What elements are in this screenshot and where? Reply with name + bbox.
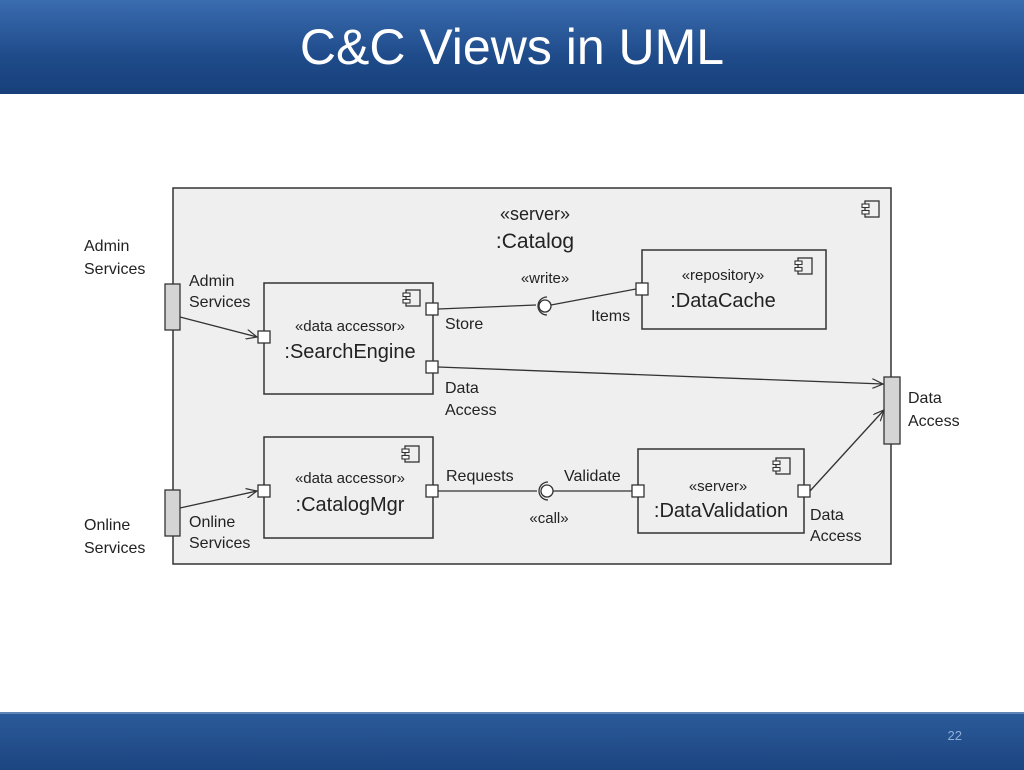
catalog-mgr-online-port (257, 484, 271, 498)
title-bar (0, 0, 1024, 94)
slide-title: C&C Views in UML (299, 19, 725, 75)
data-access-port (883, 376, 901, 445)
catalog-stereotype: «server» (500, 204, 570, 224)
write-socket (537, 296, 548, 316)
search-engine-data-access-arrow (437, 366, 883, 384)
search-engine-name: :SearchEngine (284, 341, 415, 363)
online-delegation-arrow (179, 491, 257, 509)
search-engine-store-port (425, 302, 439, 316)
data-validation-data-access-label: Data Access (810, 507, 862, 545)
call-socket (538, 481, 549, 501)
catalog-name: :Catalog (496, 230, 574, 253)
catalog-mgr-requests-port (425, 484, 439, 498)
items-label: Items (591, 308, 630, 325)
write-lollipop (538, 299, 552, 313)
call-label: «call» (529, 510, 568, 527)
online-services-label: Online Services (84, 517, 145, 557)
search-engine-admin-port (257, 330, 271, 344)
store-label: Store (445, 316, 483, 333)
write-connector-required (437, 304, 537, 310)
catalog-mgr-online-label: Online Services (189, 514, 250, 552)
data-validation-stereotype: «server» (689, 478, 747, 495)
data-validation-name: :DataValidation (654, 500, 788, 522)
online-services-port (164, 489, 181, 537)
search-engine-stereotype: «data accessor» (295, 318, 405, 335)
admin-services-port (164, 283, 181, 331)
requests-label: Requests (446, 468, 514, 485)
admin-services-label: Admin Services (84, 238, 145, 278)
search-engine-admin-label: Admin Services (189, 273, 250, 311)
write-label: «write» (521, 270, 569, 287)
data-access-label: Data Access (908, 390, 960, 430)
data-validation-data-access-arrow (809, 410, 884, 492)
data-cache-stereotype: «repository» (682, 267, 765, 284)
data-cache-name: :DataCache (670, 290, 776, 312)
search-engine-data-access-port (425, 360, 439, 374)
search-engine-data-access-label: Data Access (445, 380, 497, 419)
page-number: 22 (947, 728, 962, 743)
data-validation-data-access-port (797, 484, 811, 498)
footer-bar (0, 712, 1024, 770)
validate-label: Validate (564, 468, 621, 485)
catalog-mgr-stereotype: «data accessor» (295, 470, 405, 487)
call-lollipop (540, 484, 554, 498)
catalog-mgr-name: :CatalogMgr (296, 494, 405, 516)
data-cache-items-port (635, 282, 649, 296)
admin-delegation-arrow (179, 316, 257, 337)
data-validation-validate-port (631, 484, 645, 498)
write-connector-provided (550, 288, 637, 306)
